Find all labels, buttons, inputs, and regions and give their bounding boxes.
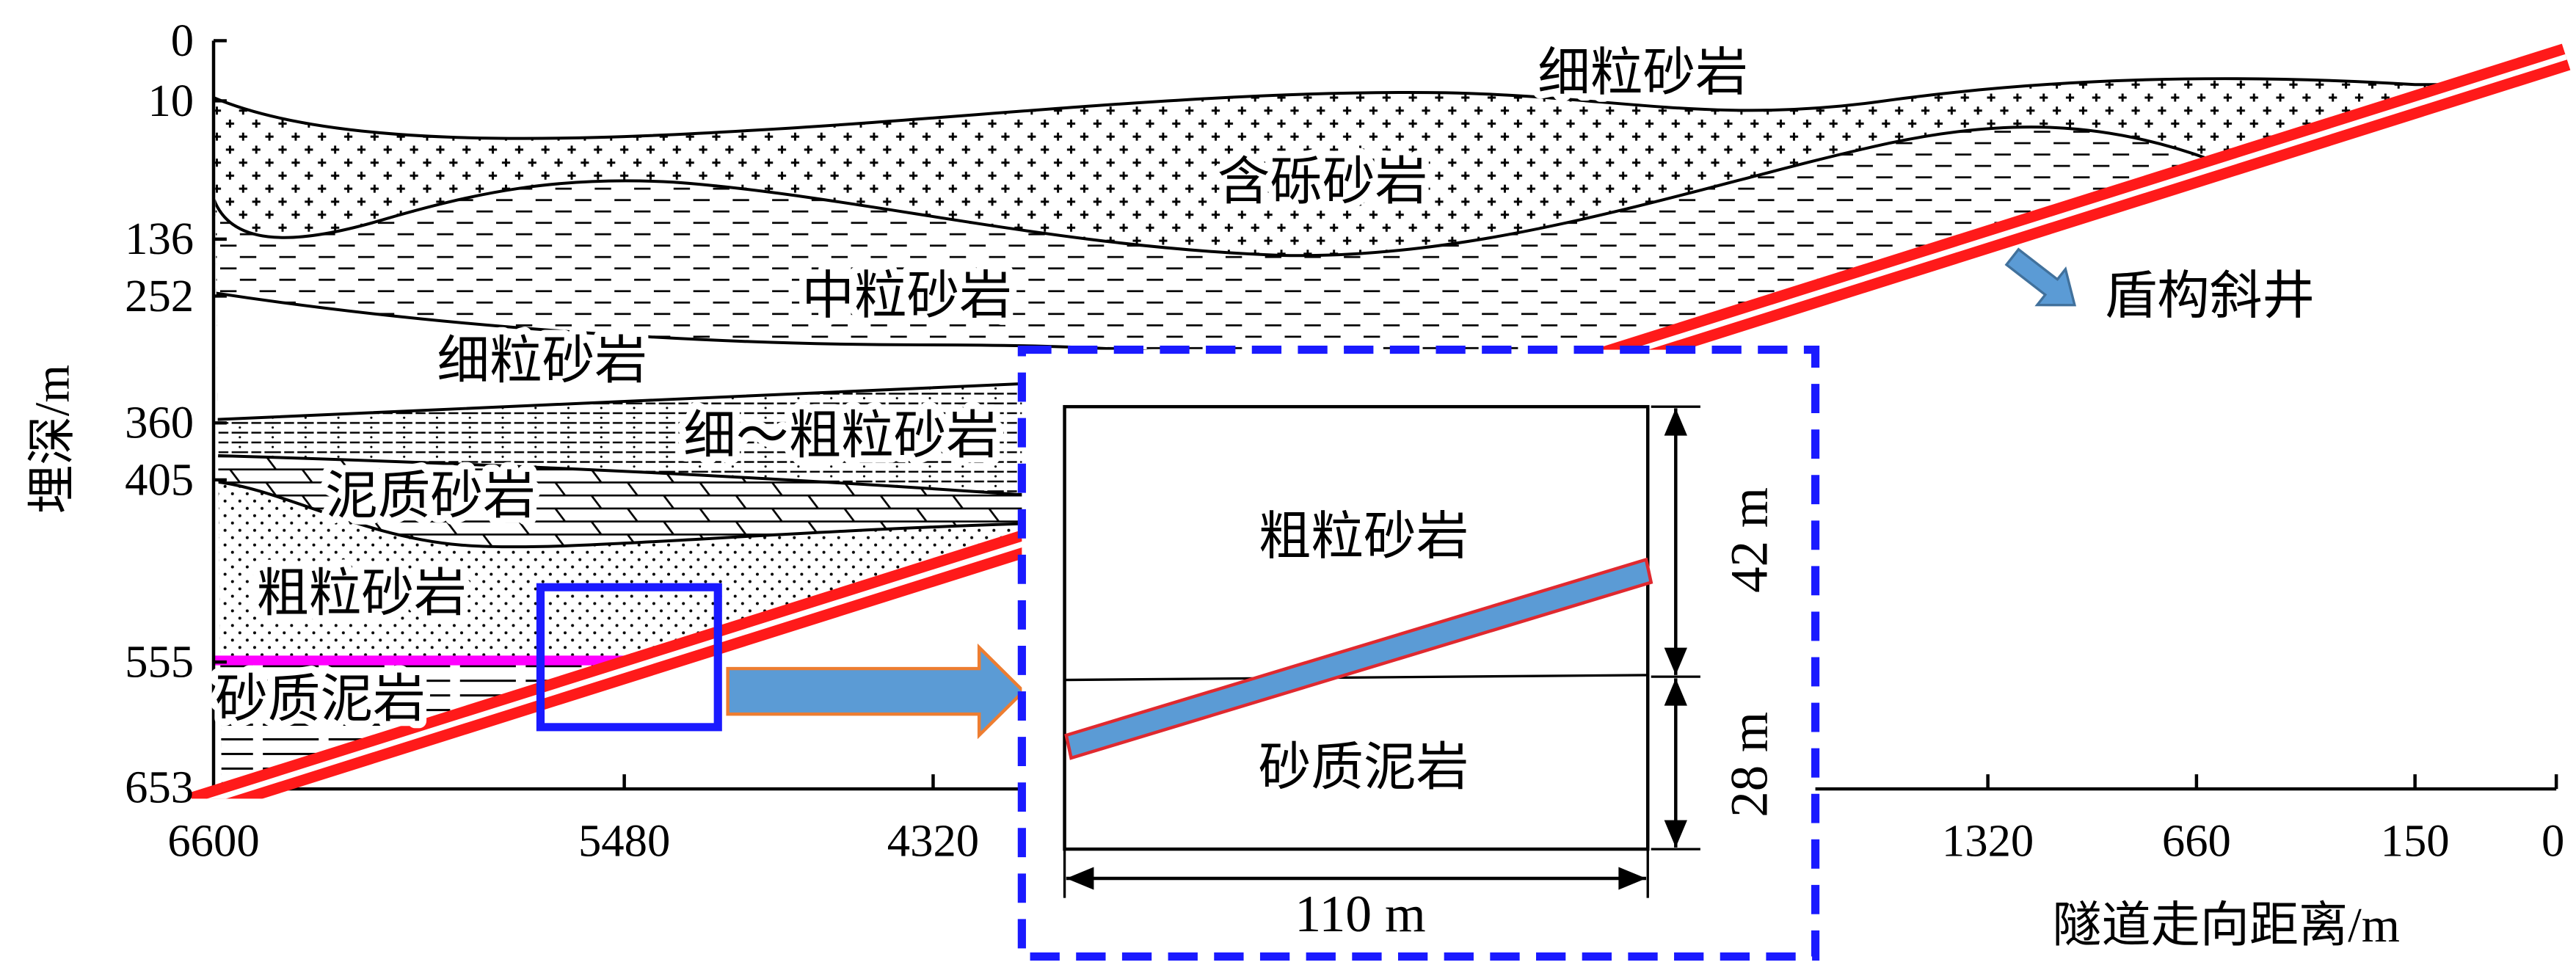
inset-upper-layer-label: 粗粒砂岩 <box>1259 508 1469 566</box>
label-top-fine-sandstone: 细粒砂岩 <box>1538 44 1747 102</box>
y-axis-ticks <box>214 39 227 664</box>
y-tick-label: 0 <box>171 15 194 66</box>
detail-highlight-box <box>536 583 722 732</box>
y-tick-label: 653 <box>125 762 194 813</box>
layer-boundary <box>214 77 2576 140</box>
label-fine-sandstone: 细粒砂岩 <box>437 332 647 390</box>
length-label: 110 m <box>1295 885 1425 943</box>
y-tick-label: 555 <box>125 637 194 688</box>
x-tick-label: 0 <box>2542 816 2564 867</box>
layer-boundary <box>214 125 2576 278</box>
label-fine-to-coarse-sandstone: 细～粗粒砂岩 <box>683 407 999 465</box>
tunnel-label: 盾构斜井 <box>2105 267 2315 325</box>
upper-thickness-label: 42 m <box>1720 487 1778 593</box>
inset-lower-layer-label: 砂质泥岩 <box>1259 739 1469 797</box>
x-tick-label: 660 <box>2162 816 2231 867</box>
label-sandy-mudstone: 砂质泥岩 <box>215 671 425 729</box>
inset-layer-frame <box>1063 404 1650 851</box>
y-tick-label: 10 <box>148 76 194 126</box>
tunnel-pointer-arrow-icon <box>2004 247 2077 307</box>
x-axis-title: 隧道走向距离/m <box>2052 898 2400 953</box>
inset-layer-boundary <box>1064 674 1648 682</box>
x-tick-label: 4320 <box>887 816 979 867</box>
label-gravel-sandstone: 含砾砂岩 <box>1218 153 1427 211</box>
inset-detail: 粗粒砂岩 砂质泥岩 42 m 28 m 110 m <box>1017 346 1820 961</box>
layer-boundary <box>214 454 2576 496</box>
lower-thickness-label: 28 m <box>1720 712 1778 817</box>
y-tick-label: 360 <box>125 398 194 448</box>
layer-boundary <box>214 382 2576 421</box>
y-tick-label: 136 <box>125 214 194 265</box>
layer-boundary <box>214 480 2576 549</box>
y-tick-label: 252 <box>125 271 194 321</box>
label-coarse-sandstone: 粗粒砂岩 <box>256 565 466 623</box>
tunnel-segment-bar <box>1064 557 1653 760</box>
label-argillaceous-sandstone: 泥质砂岩 <box>325 467 535 525</box>
x-tick-label: 150 <box>2381 816 2450 867</box>
dimension-ticks <box>1063 405 1700 898</box>
x-tick-label: 1320 <box>1942 816 2034 867</box>
y-tick-label: 405 <box>125 455 194 506</box>
x-tick-label: 6600 <box>167 816 259 867</box>
x-tick-label: 5480 <box>578 816 670 867</box>
x-axis-ticks <box>622 774 2558 790</box>
label-medium-sandstone: 中粒砂岩 <box>801 267 1011 325</box>
y-axis-title: 埋深/m <box>25 365 79 514</box>
zoom-arrow-icon <box>726 643 1026 740</box>
